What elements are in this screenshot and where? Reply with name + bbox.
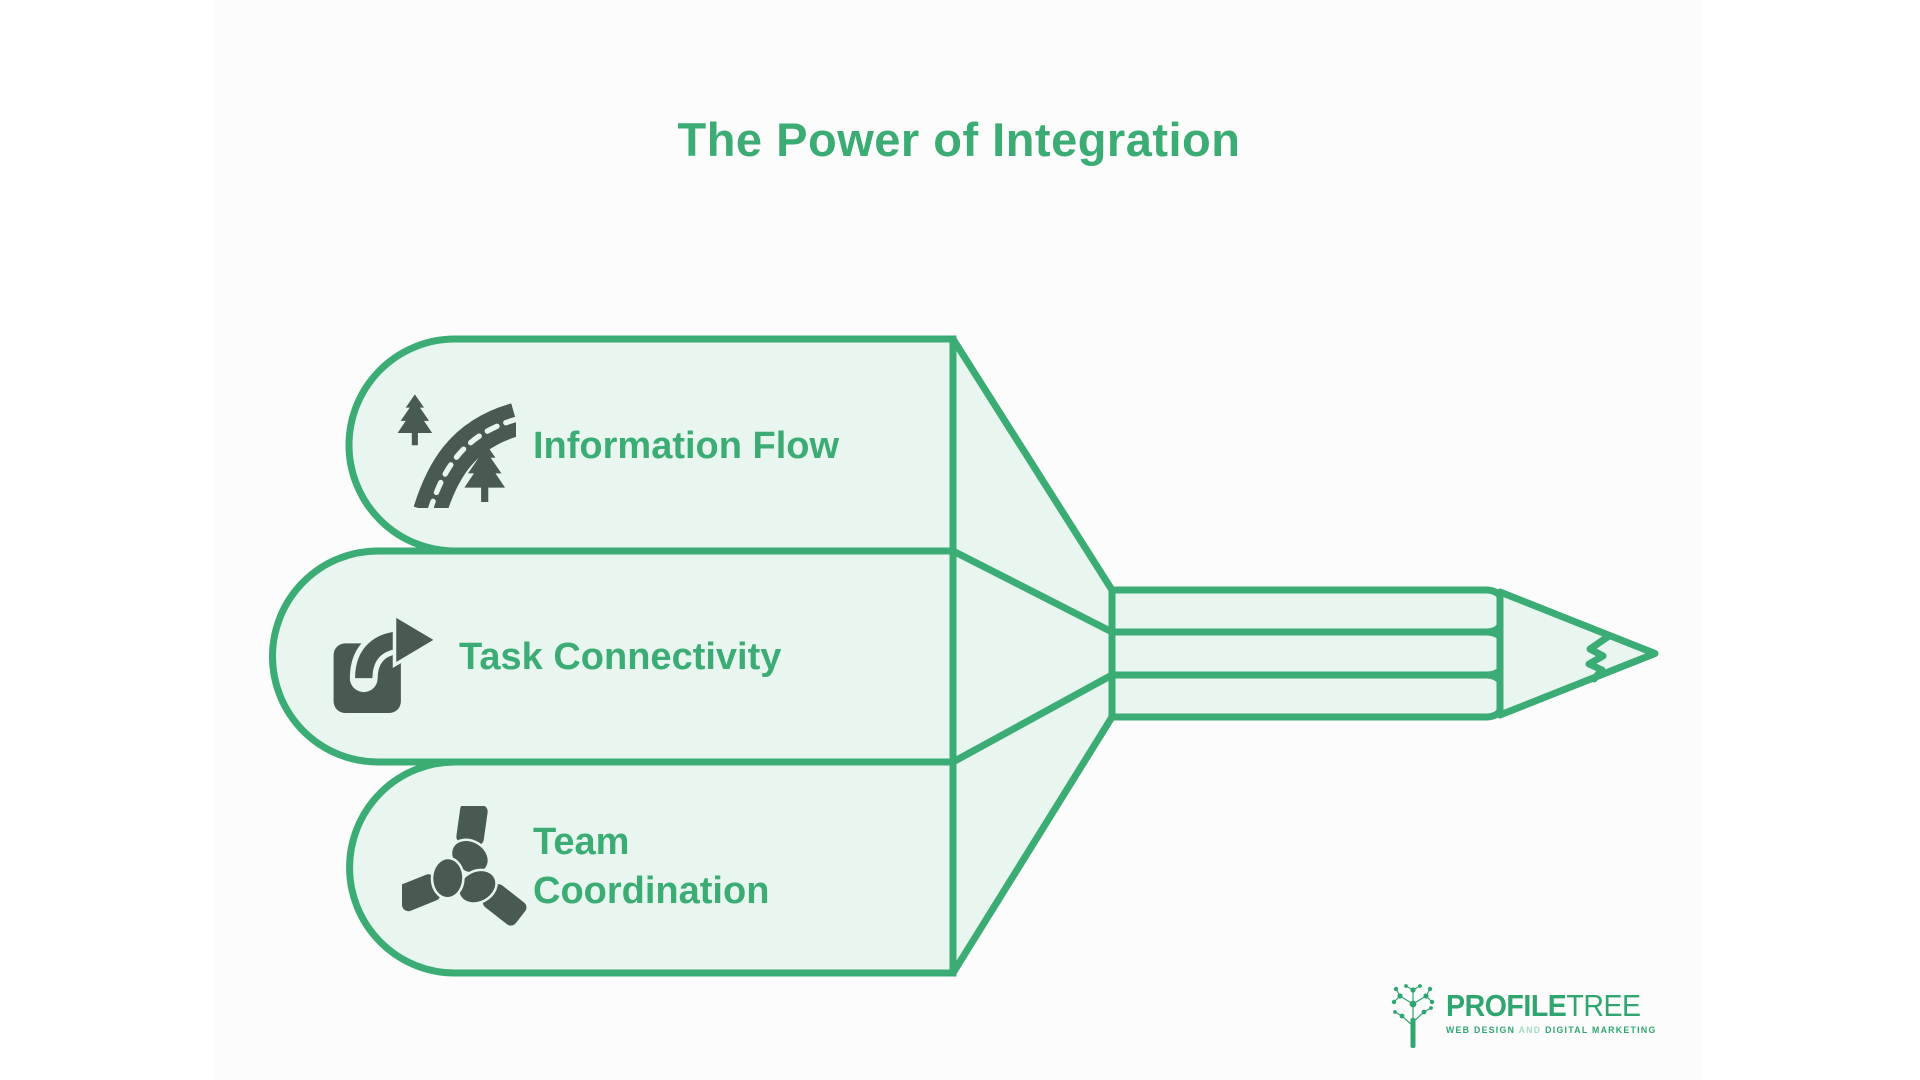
share-arrow-icon: [322, 606, 438, 726]
capsule-label-information-flow: Information Flow: [533, 425, 840, 467]
profiletree-tree-icon: [1388, 982, 1438, 1053]
pencil-barrel-middle: [1108, 628, 1510, 679]
capsule-task-connectivity: [269, 547, 957, 766]
pencil-barrel-bottom: [1108, 671, 1508, 721]
capsule-information-flow: [345, 335, 957, 555]
page-title: The Power of Integration: [677, 113, 1241, 166]
profiletree-logo: PROFILETREE WEB DESIGN AND DIGITAL MARKE…: [1388, 982, 1675, 1053]
capsule-label-task-connectivity: Task Connectivity: [459, 636, 782, 678]
pencil-barrel-top: [1108, 586, 1508, 636]
funnel-shape: [949, 335, 1116, 977]
road-icon: [396, 392, 516, 508]
pencil-tip-zigzag: [1585, 632, 1613, 683]
funnel-divider-top: [951, 547, 1114, 636]
capsule-label-team-coordination: Team Coordination: [533, 821, 770, 913]
funnel-divider-bottom: [951, 671, 1114, 766]
profiletree-tagline: WEB DESIGN AND DIGITAL MARKETING: [1446, 1025, 1657, 1036]
pencil-cone: [1496, 588, 1659, 719]
profiletree-wordmark: PROFILETREE: [1446, 988, 1641, 1023]
team-hands-icon: [402, 806, 528, 938]
